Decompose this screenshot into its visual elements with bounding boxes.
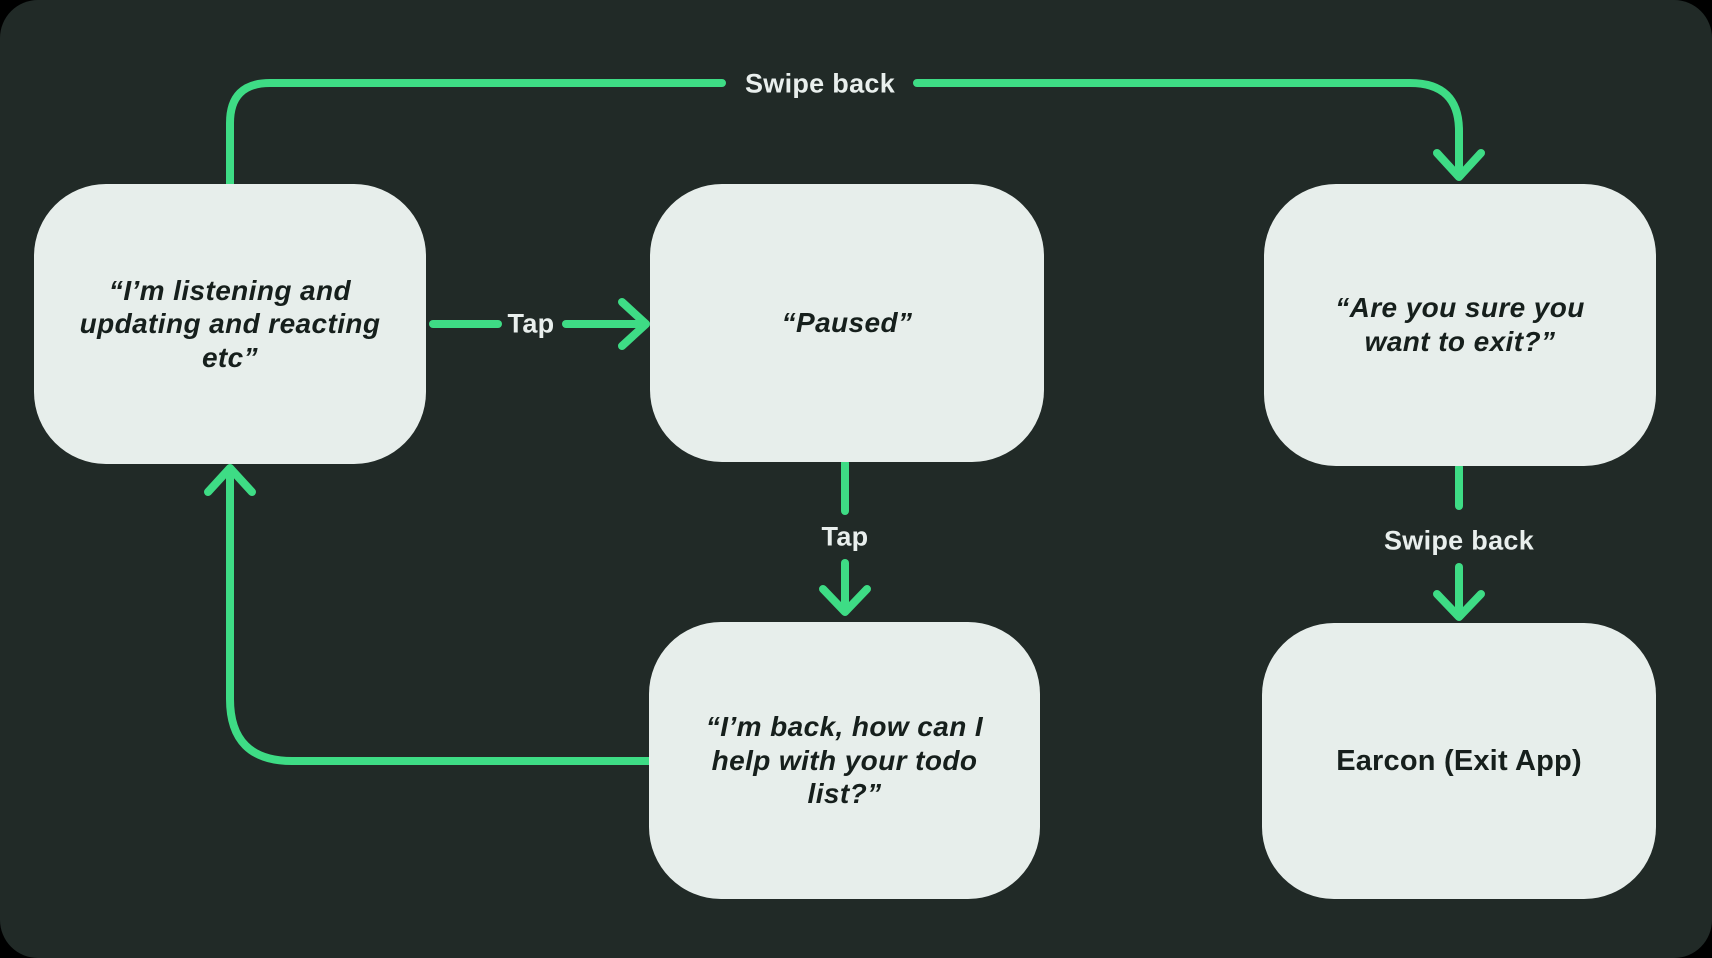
node-back-text: “I’m back, how can I help with your todo… [705, 711, 984, 810]
node-back-state: “I’m back, how can I help with your todo… [649, 622, 1040, 899]
edge-swipe-back-top-right-segment [913, 79, 1463, 177]
node-listening-text: “I’m listening and updating and reacting… [79, 274, 381, 373]
node-exit-confirm-text: “Are you sure you want to exit?” [1335, 292, 1585, 357]
node-paused-state: “Paused” [650, 184, 1044, 462]
node-earcon-text: Earcon (Exit App) [1336, 744, 1582, 777]
edge-label-tap-horizontal: Tap [507, 308, 555, 339]
edge-swipe-back-top-left-segment [226, 79, 726, 188]
node-earcon-exit-state: Earcon (Exit App) [1262, 623, 1656, 899]
edge-label-tap-vertical: Tap [821, 521, 869, 552]
edge-tap-vertical-arrowhead-icon [819, 585, 871, 616]
edge-back-return-line [226, 467, 653, 765]
node-exit-confirm-state: “Are you sure you want to exit?” [1264, 184, 1656, 466]
edge-swipe-back-top-arrowhead-icon [1433, 149, 1485, 181]
edge-label-swipe-back-top: Swipe back [744, 68, 896, 99]
edge-swipe-back-right-arrowhead-icon [1433, 590, 1485, 621]
edge-tap-horizontal-arrowhead-icon [618, 298, 650, 350]
node-paused-text: “Paused” [781, 307, 913, 339]
node-listening-state: “I’m listening and updating and reacting… [34, 184, 426, 464]
edge-back-return-arrowhead-icon [204, 464, 256, 496]
edge-label-swipe-back-right: Swipe back [1383, 525, 1535, 556]
